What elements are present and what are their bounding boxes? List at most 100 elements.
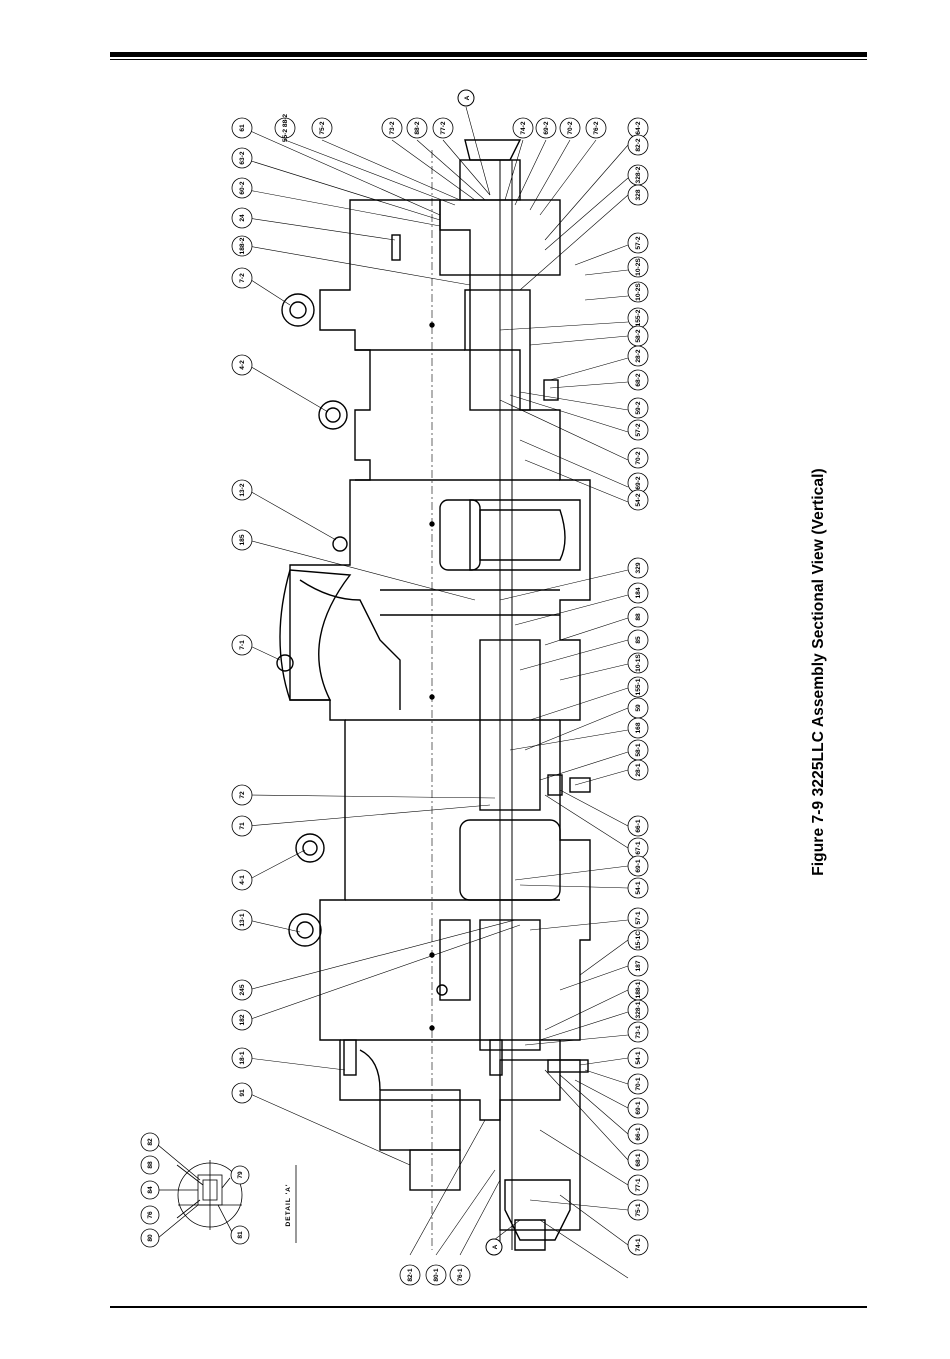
callout-right: 328 [627,184,649,206]
callout-right: 69-1 [627,1097,649,1119]
svg-text:54-2: 54-2 [635,493,642,507]
callout-top: 88-2 [406,117,428,139]
callout-left: 91 [231,1082,253,1104]
svg-text:61: 61 [239,124,246,132]
callout-top: 74-2 [512,117,534,139]
callout-right: 67-1 [627,837,649,859]
callout-right: 88 [627,606,649,628]
callout-right: 54-2 [627,489,649,511]
svg-text:82: 82 [147,1138,154,1146]
svg-text:10-1S: 10-1S [635,654,642,672]
svg-text:73-1: 73-1 [635,1025,642,1039]
callout-right: 70-1 [627,1073,649,1095]
svg-text:57-2: 57-2 [635,236,642,250]
svg-text:15-1C: 15-1C [635,931,642,949]
detail-a-marker-bottom: A [485,1238,503,1256]
callout-right: 73-1 [627,1021,649,1043]
callout-left: 60-2 [231,177,253,199]
svg-text:4-1: 4-1 [239,875,246,885]
callout-right: 57-2 [627,419,649,441]
svg-text:185: 185 [239,534,246,545]
svg-text:68-2: 68-2 [635,373,642,387]
svg-text:66-1: 66-1 [635,1127,642,1141]
callout-left: 182 [231,1009,253,1031]
svg-text:55-2 88-2: 55-2 88-2 [282,114,289,143]
pump-body-outline [276,139,591,1251]
svg-text:69-1: 69-1 [635,1101,642,1115]
callout-right: 28-1 [627,759,649,781]
svg-text:60-2: 60-2 [239,181,246,195]
svg-text:74-2: 74-2 [520,121,527,135]
callout-right: 59-2 [627,397,649,419]
callout-detail: 80 [140,1228,160,1248]
callout-right: 155-1 [627,676,649,698]
callout-right: 187 [627,955,649,977]
callout-left: 18-1 [231,1047,253,1069]
svg-text:188-1: 188-1 [635,981,642,998]
svg-text:28-2: 28-2 [635,349,642,363]
svg-text:57-2: 57-2 [635,423,642,437]
svg-text:77-2: 77-2 [440,121,447,135]
callout-right: 10-2S [627,281,649,303]
callout-left: 24 [231,207,253,229]
svg-text:57-1: 57-1 [635,911,642,925]
callout-right: 28-2 [627,345,649,367]
figure-caption: Figure 7-9 3225LLC Assembly Sectional Vi… [810,468,827,876]
callout-detail: 76 [140,1205,160,1225]
svg-text:A: A [464,95,471,100]
callout-right: 66-1 [627,1123,649,1145]
svg-text:77-1: 77-1 [635,1178,642,1192]
svg-text:73-2: 73-2 [389,121,396,135]
callout-left: 13-2 [231,479,253,501]
callout-left: 7-2 [231,267,253,289]
callout-left: 188-2 [231,235,253,257]
svg-text:182: 182 [239,1014,246,1025]
svg-text:63-2: 63-2 [239,151,246,165]
svg-text:24: 24 [239,214,246,222]
callout-top: 55-2 88-2 [274,114,296,143]
callout-left: 4-1 [231,869,253,891]
svg-text:184: 184 [635,587,642,598]
callout-right: 15-1C [627,929,649,951]
svg-text:72: 72 [239,791,246,799]
callout-right: 168 [627,717,649,739]
callout-right: 328-1 [627,999,649,1021]
callout-right: 328-2 [627,164,649,186]
leader-lines [247,106,629,1279]
callout-top: 73-2 [381,117,403,139]
callout-top: 76-2 [585,117,607,139]
svg-text:71: 71 [239,822,246,830]
header-rule [110,52,867,57]
svg-text:88-2: 88-2 [414,121,421,135]
svg-text:82-2: 82-2 [635,138,642,152]
svg-text:28-1: 28-1 [635,763,642,777]
svg-text:84: 84 [147,1186,154,1194]
callout-detail: 88 [140,1155,160,1175]
callout-right: 58-1 [627,739,649,761]
svg-text:74-1: 74-1 [635,1238,642,1252]
callout-left: 72 [231,784,253,806]
svg-text:A: A [492,1244,499,1249]
callout-right: 58-2 [627,325,649,347]
svg-text:88: 88 [147,1161,154,1169]
callout-right: 54-1 [627,1047,649,1069]
callout-detail: 82 [140,1132,160,1152]
svg-text:59: 59 [635,704,642,712]
svg-text:13-1: 13-1 [239,913,246,927]
callout-right: 66-1 [627,815,649,837]
svg-text:54-1: 54-1 [635,1051,642,1065]
svg-text:75-2: 75-2 [319,121,326,135]
svg-text:328-2: 328-2 [635,166,642,183]
svg-text:328-1: 328-1 [635,1001,642,1018]
callout-right: 155-2 [627,307,649,329]
svg-text:188-2: 188-2 [239,237,246,254]
detail-a-marker-top: A [457,89,475,107]
svg-text:54-1: 54-1 [635,881,642,895]
callout-bottom: 76-1 [449,1264,471,1286]
callout-left: 61 [231,117,253,139]
callout-left: 7-1 [231,634,253,656]
header-rule-thin [110,59,867,60]
callout-right: 10-2S [627,256,649,278]
callout-right: 188-1 [627,979,649,1001]
